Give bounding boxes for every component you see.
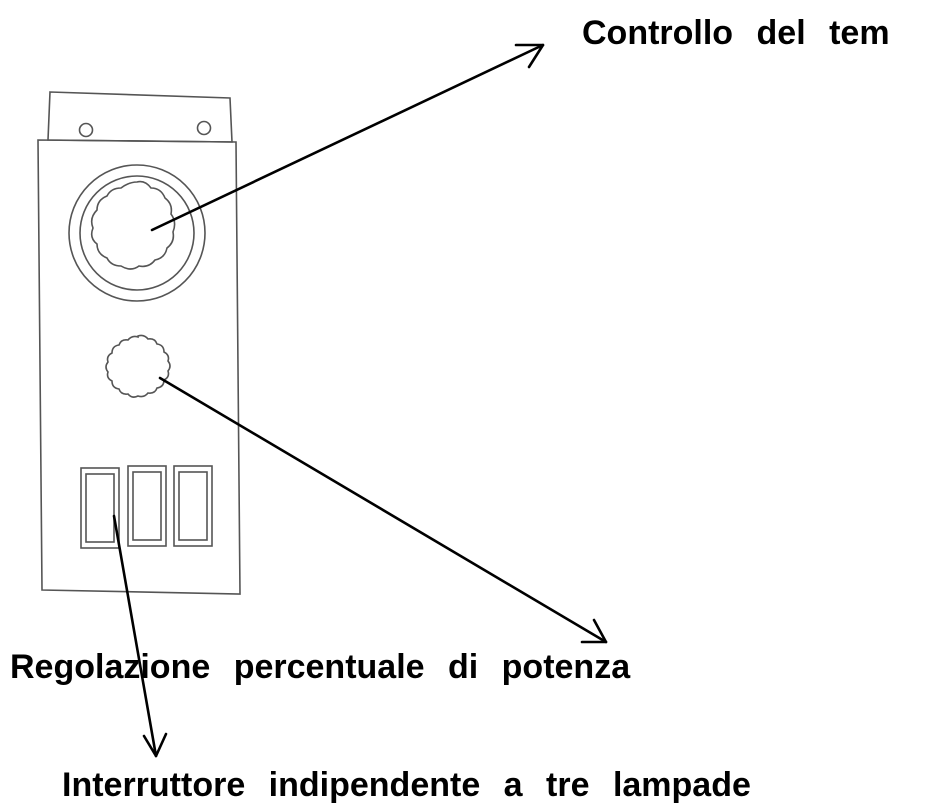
arrow-power <box>158 376 608 644</box>
mounting-hole-right <box>196 120 212 136</box>
mounting-bracket <box>47 91 233 143</box>
mounting-hole-left <box>78 122 94 138</box>
temperature-knob <box>68 164 206 302</box>
temperature-control-label: Controllo del tem <box>582 14 890 52</box>
panel-body <box>37 139 241 595</box>
power-regulation-label: Regolazione percentuale di potenza <box>10 648 631 686</box>
lamp-switch-label: Interruttore indipendente a tre lampade <box>62 766 751 804</box>
lamp-switches <box>80 465 213 549</box>
power-knob <box>105 334 171 398</box>
lamp-switch-3 <box>173 465 213 547</box>
arrow-switch <box>112 514 168 758</box>
arrow-temperature <box>150 43 545 232</box>
lamp-switch-1 <box>80 467 120 549</box>
lamp-switch-2 <box>127 465 167 547</box>
